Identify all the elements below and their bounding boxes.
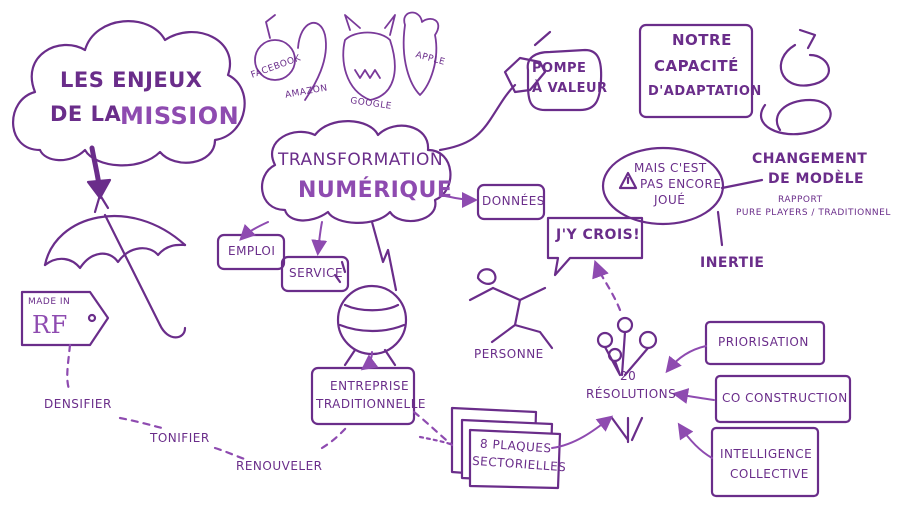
coconstruction-box (714, 374, 852, 424)
service-box (280, 255, 350, 293)
coconstruction-label: Co construction (722, 391, 848, 405)
dashed-path (66, 343, 72, 394)
capacity-line3: d'adaptation (648, 84, 762, 99)
center-cloud (261, 120, 452, 224)
donnees-box (476, 183, 546, 221)
intel-line1: Intelligence (720, 447, 813, 461)
spring-icon (759, 28, 832, 136)
fuel-pump-icon (438, 30, 552, 152)
speech-bubble (546, 216, 644, 277)
umbrella-icon (43, 193, 187, 339)
personne-label: Personne (474, 347, 544, 361)
made-in-line2: RF (32, 311, 68, 339)
title-line1: Les enjeux (60, 68, 203, 92)
emploi-label: Emploi (228, 244, 276, 258)
path-densifier: Densifier (44, 397, 112, 411)
warning-line3: joué (654, 193, 686, 207)
center-line1: Transformation (278, 150, 444, 170)
model-sub2: pure players / traditionnel (736, 208, 891, 218)
entreprise-box (310, 366, 416, 426)
intelligence-box (710, 426, 820, 498)
made-in-tag (20, 290, 110, 347)
model-line2: de modèle (768, 171, 865, 187)
path-tonifier: Tonifier (150, 431, 210, 445)
pump-line2: à valeur (532, 81, 608, 96)
believe-text: J'y crois! (556, 227, 641, 243)
model-line1: Changement (752, 151, 868, 167)
capacity-box (638, 23, 754, 119)
warning-line2: pas encore (640, 177, 722, 191)
pump-line1: Pompe (532, 61, 587, 76)
intel-line2: collective (730, 467, 809, 481)
entreprise-line2: traditionnelle (316, 397, 426, 411)
capacity-line2: capacité (654, 57, 739, 75)
warning-oval (601, 146, 725, 226)
title-line2b: mission (120, 102, 240, 130)
service-label: Service (289, 266, 344, 280)
model-sub1: rapport (778, 195, 823, 205)
pump-callout (526, 48, 603, 112)
papers-stack-icon (450, 406, 562, 490)
resolutions-count: 20 (620, 369, 637, 383)
donnees-label: Données (482, 194, 545, 208)
made-in-line1: Made in (28, 297, 71, 307)
title-cloud (12, 20, 246, 167)
entreprise-line1: Entreprise (330, 379, 410, 393)
priorisation-label: Priorisation (718, 335, 809, 349)
runner-icon (468, 268, 554, 350)
capacity-line1: Notre (672, 31, 732, 49)
gafa-monsters-icon (254, 11, 440, 101)
flowers-icon (596, 316, 658, 377)
center-line2: numérique (298, 178, 453, 203)
warning-line1: Mais c'est (634, 161, 707, 175)
path-renouveler: Renouveler (236, 459, 323, 473)
priorisation-box (704, 320, 826, 366)
inertie-label: Inertie (700, 255, 765, 271)
title-line2a: de la (50, 102, 122, 126)
warning-icon (618, 171, 638, 190)
resolutions-label: Résolutions (586, 387, 677, 401)
